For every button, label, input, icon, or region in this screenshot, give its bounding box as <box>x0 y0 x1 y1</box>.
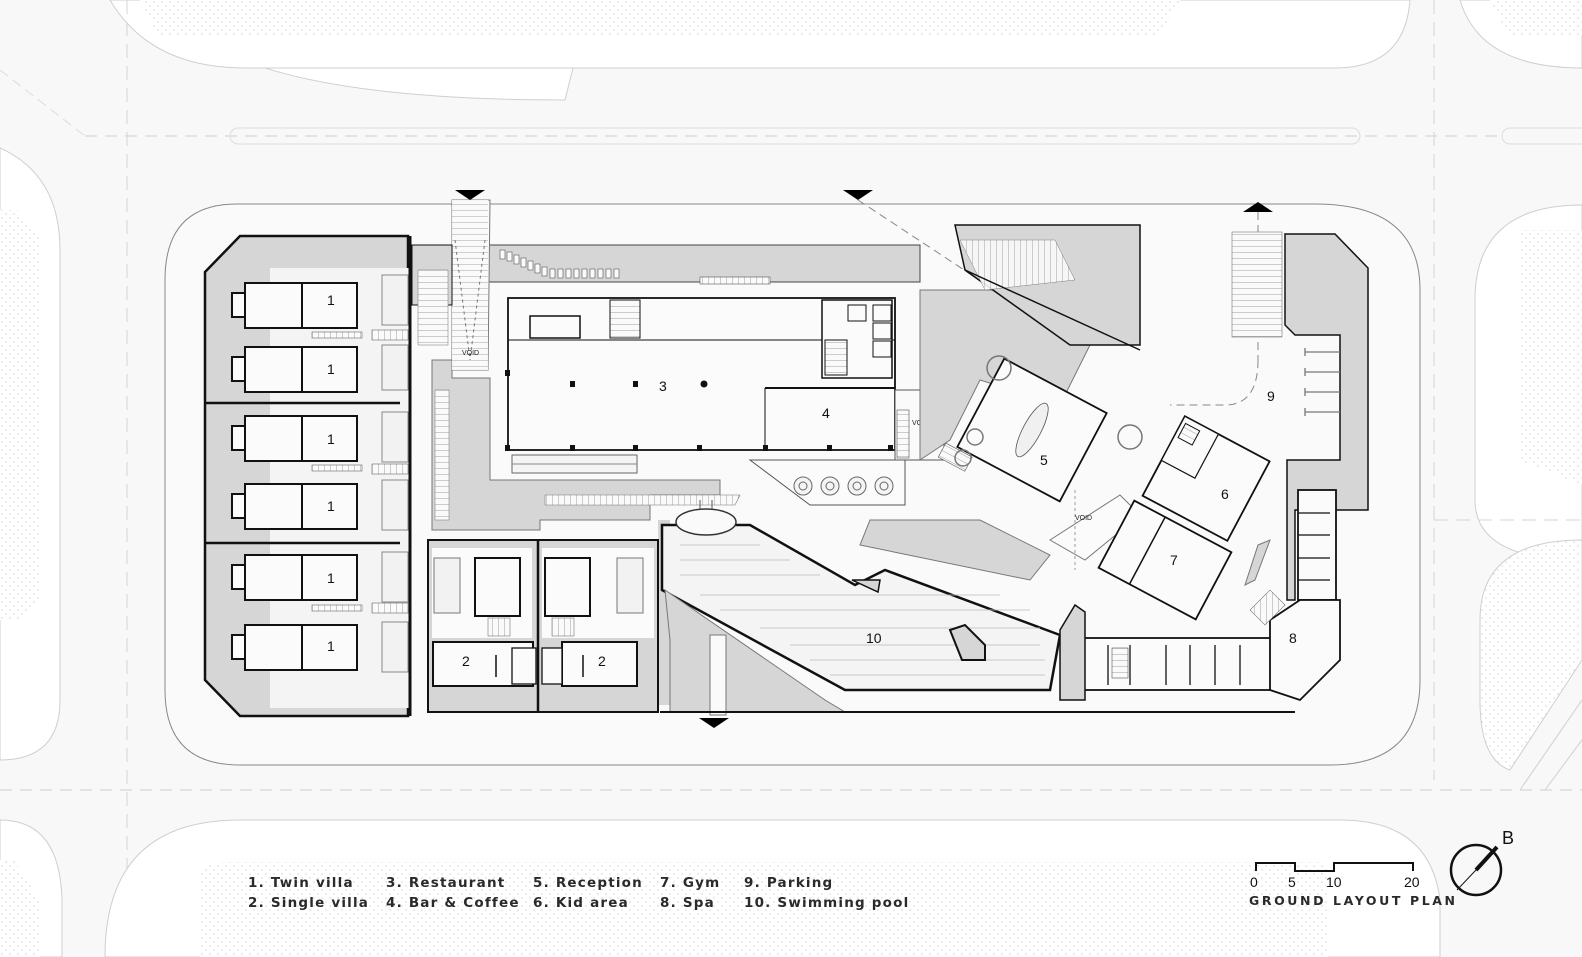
svg-text:1: 1 <box>327 431 335 447</box>
reception-label: 5 <box>1040 452 1048 468</box>
scale-tick-5: 5 <box>1288 874 1296 890</box>
scale-tick-10: 10 <box>1326 874 1342 890</box>
gym-label: 7 <box>1170 552 1178 568</box>
legend-item-twin-villa: 1. Twin villa <box>248 875 354 891</box>
single-villa-label: 2 <box>462 653 470 669</box>
svg-text:1: 1 <box>327 361 335 377</box>
scale-bar <box>1255 862 1414 872</box>
swimming-pool: 10 <box>658 500 1295 716</box>
legend-item-spa: 8. Spa <box>660 895 715 911</box>
void-label: VOID <box>462 350 479 357</box>
twin-villa-labels: 1 1 1 1 1 1 <box>327 292 335 654</box>
garden-planters <box>954 355 1143 467</box>
parking-label: 9 <box>1267 388 1275 404</box>
svg-text:1: 1 <box>327 498 335 514</box>
legend-item-gym: 7. Gym <box>660 875 721 891</box>
gym-building <box>1097 499 1233 621</box>
scale-tick-20: 20 <box>1404 874 1420 890</box>
twin-villa-units <box>205 274 409 673</box>
bar-coffee-label: 4 <box>822 405 830 421</box>
entrance-arrow-icon <box>699 718 729 728</box>
legend-item-single-villa: 2. Single villa <box>248 895 370 911</box>
scale-tick-0: 0 <box>1250 874 1258 890</box>
kid-area-label: 6 <box>1221 486 1229 502</box>
legend-item-parking: 9. Parking <box>744 875 834 891</box>
north-arrow-label: B <box>1502 828 1515 848</box>
restaurant-label: 3 <box>659 378 667 394</box>
entrance-arrow-icon <box>843 190 873 200</box>
legend-item-kid-area: 6. Kid area <box>533 895 629 911</box>
spa-building: 8 <box>1077 489 1341 702</box>
exit-arrow-icon <box>1243 202 1273 212</box>
legend-item-restaurant: 3. Restaurant <box>386 875 506 891</box>
kid-area-building <box>1141 415 1271 543</box>
single-villa-zone: 2 2 <box>427 539 659 713</box>
svg-text:1: 1 <box>327 292 335 308</box>
svg-text:1: 1 <box>327 570 335 586</box>
legend-item-swimming-pool: 10. Swimming pool <box>744 895 910 911</box>
north-arrow-icon <box>1449 843 1503 897</box>
svg-text:1: 1 <box>327 638 335 654</box>
entrance-arrow-icon <box>455 190 485 200</box>
plan-title: GROUND LAYOUT PLAN <box>1249 893 1458 908</box>
swimming-pool-label: 10 <box>866 630 882 646</box>
void-label: VOID <box>1075 515 1092 522</box>
single-villa-label: 2 <box>598 653 606 669</box>
legend-item-reception: 5. Reception <box>533 875 643 891</box>
spa-label: 8 <box>1289 630 1297 646</box>
reception-building <box>937 357 1108 503</box>
twin-villa-zone <box>203 234 412 718</box>
legend-item-bar-coffee: 4. Bar & Coffee <box>386 895 520 911</box>
